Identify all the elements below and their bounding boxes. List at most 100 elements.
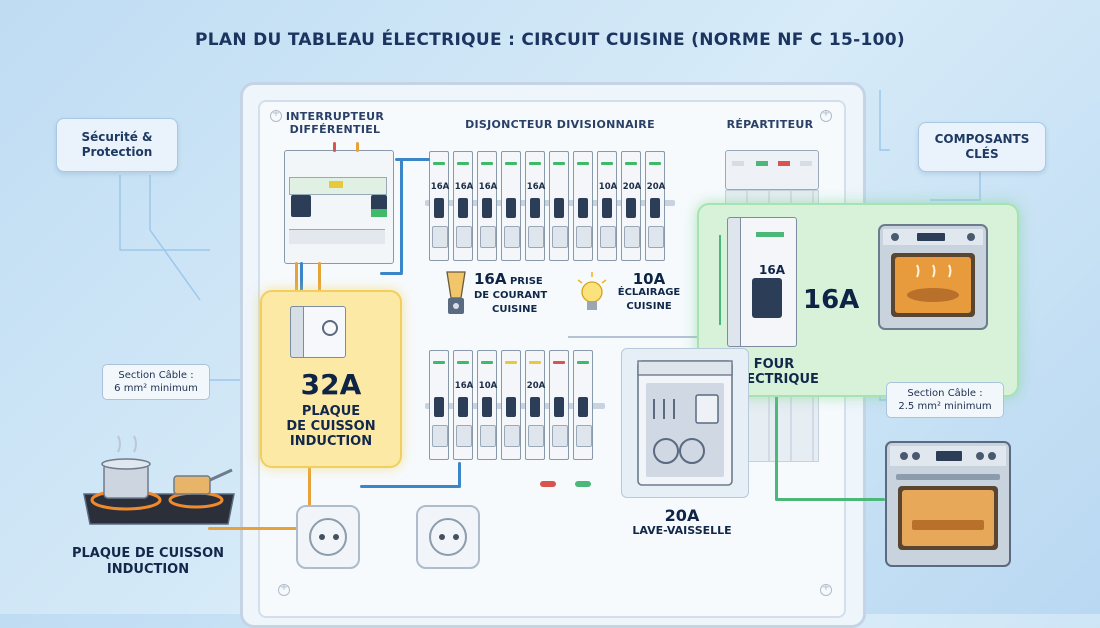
breaker-toggle xyxy=(530,198,540,218)
breaker-led xyxy=(601,162,613,165)
breaker-terminal xyxy=(576,226,592,248)
breaker-module: 16A xyxy=(429,151,449,261)
breaker-terminal xyxy=(504,226,520,248)
differential-switch xyxy=(284,150,394,264)
wire-gray xyxy=(568,336,728,338)
cable-note-left-line: 6 mm² minimum xyxy=(114,383,198,394)
components-callout: COMPOSANTS CLÉS xyxy=(918,122,1046,172)
lighting-circuit-label: 10A ÉCLAIRAGE CUISINE xyxy=(614,272,684,314)
socket-circuit-rating: 16A xyxy=(474,270,507,288)
breaker-rating: 16A xyxy=(454,182,474,192)
wire-blue xyxy=(380,272,403,275)
breaker-rating: 10A xyxy=(598,182,618,192)
wire-orange xyxy=(356,142,359,152)
induction-label: PLAQUE DE CUISSON INDUCTION xyxy=(262,404,400,449)
breaker-toggle xyxy=(434,397,444,417)
cable-note-left-line: Section Câble : xyxy=(118,370,194,381)
differential-label-line: DIFFÉRENTIEL xyxy=(289,123,381,136)
breaker-toggle xyxy=(578,397,588,417)
breaker-module: 16A xyxy=(453,350,473,460)
socket-icon xyxy=(296,505,360,569)
wire-blue xyxy=(458,462,461,488)
breaker-terminal xyxy=(528,226,544,248)
lighting-circuit-line: CUISINE xyxy=(626,301,672,312)
breaker-terminal xyxy=(504,425,520,447)
wire-orange xyxy=(208,527,310,530)
wire-green xyxy=(775,390,778,500)
breaker-terminal xyxy=(432,226,448,248)
wire-blue xyxy=(395,158,430,161)
wire-blue xyxy=(360,485,460,488)
dishwasher-icon xyxy=(637,360,733,486)
screw xyxy=(270,108,282,122)
breaker-module xyxy=(573,151,593,261)
oven-label: FOUR ÉLECTRIQUE xyxy=(709,357,839,387)
breaker-led xyxy=(529,162,541,165)
breaker-terminal xyxy=(480,226,496,248)
dishwasher-name: LAVE-VAISSELLE xyxy=(632,524,732,537)
wire-orange xyxy=(308,465,311,530)
breaker-led xyxy=(625,162,637,165)
breaker-module xyxy=(501,350,521,460)
cable-note-left: Section Câble : 6 mm² minimum xyxy=(102,364,210,400)
wire-orange xyxy=(295,262,298,302)
breaker-module: 20A xyxy=(621,151,641,261)
breaker-led xyxy=(505,361,517,364)
induction-bottom-label: PLAQUE DE CUISSON INDUCTION xyxy=(48,546,248,578)
induction-label-line: DE CUISSON xyxy=(286,419,376,434)
socket-circuit-line: DE COURANT xyxy=(474,290,548,301)
breaker-toggle xyxy=(482,198,492,218)
dishwasher-card xyxy=(621,348,749,498)
socket-circuit-line: CUISINE xyxy=(492,304,538,315)
breaker-toggle xyxy=(482,397,492,417)
breaker-led xyxy=(577,162,589,165)
breaker-led xyxy=(505,162,517,165)
breaker-toggle xyxy=(602,198,612,218)
breaker-toggle xyxy=(506,397,516,417)
breaker-terminal xyxy=(576,425,592,447)
breaker-rating: 10A xyxy=(478,381,498,391)
diagram-title: PLAN DU TABLEAU ÉLECTRIQUE : CIRCUIT CUI… xyxy=(195,30,905,50)
breaker-led xyxy=(553,162,565,165)
breaker-rating: 20A xyxy=(622,182,642,192)
breaker-led xyxy=(433,361,445,364)
security-callout-line: Sécurité & xyxy=(81,130,153,144)
light-bulb-icon xyxy=(577,272,607,310)
breaker-module: 16A xyxy=(453,151,473,261)
breaker-module: 20A xyxy=(645,151,665,261)
breaker-toggle xyxy=(434,198,444,218)
breaker-module: 20A xyxy=(525,350,545,460)
blender-icon xyxy=(446,271,466,314)
induction-label-line: PLAQUE xyxy=(301,404,361,419)
oven-rating: 16A xyxy=(803,285,860,315)
induction-rating: 32A xyxy=(300,368,362,401)
components-callout-line: COMPOSANTS xyxy=(934,132,1030,146)
cooktop-icon xyxy=(83,435,235,525)
differential-label-line: INTERRUPTEUR xyxy=(285,110,385,123)
breaker-led xyxy=(649,162,661,165)
breaker-terminal xyxy=(552,425,568,447)
indicator-led-red xyxy=(540,481,556,487)
breaker-module xyxy=(429,350,449,460)
breaker-toggle xyxy=(530,397,540,417)
breaker-toggle xyxy=(650,198,660,218)
breaker-rating: 16A xyxy=(478,182,498,192)
components-callout-line: CLÉS xyxy=(965,147,999,161)
indicator-led-green xyxy=(575,481,591,487)
breaker-led xyxy=(457,361,469,364)
induction-bottom-line: PLAQUE DE CUISSON xyxy=(71,546,225,561)
breaker-module xyxy=(549,151,569,261)
induction-bottom-line: INDUCTION xyxy=(106,562,190,577)
wire-red xyxy=(333,142,336,152)
oven-label-line: FOUR xyxy=(753,357,795,372)
breaker-toggle xyxy=(626,198,636,218)
breaker-rating: 16A xyxy=(526,182,546,192)
oven-icon xyxy=(878,224,988,330)
divisional-label: DISJONCTEUR DIVISIONNAIRE xyxy=(465,118,655,131)
breaker-toggle xyxy=(458,198,468,218)
breaker-rating: 16A xyxy=(454,381,474,391)
cable-note-right: Section Câble : 2.5 mm² minimum xyxy=(886,382,1004,418)
stove-icon xyxy=(885,441,1011,567)
breaker-terminal xyxy=(648,226,664,248)
breaker-module: 16A xyxy=(477,151,497,261)
